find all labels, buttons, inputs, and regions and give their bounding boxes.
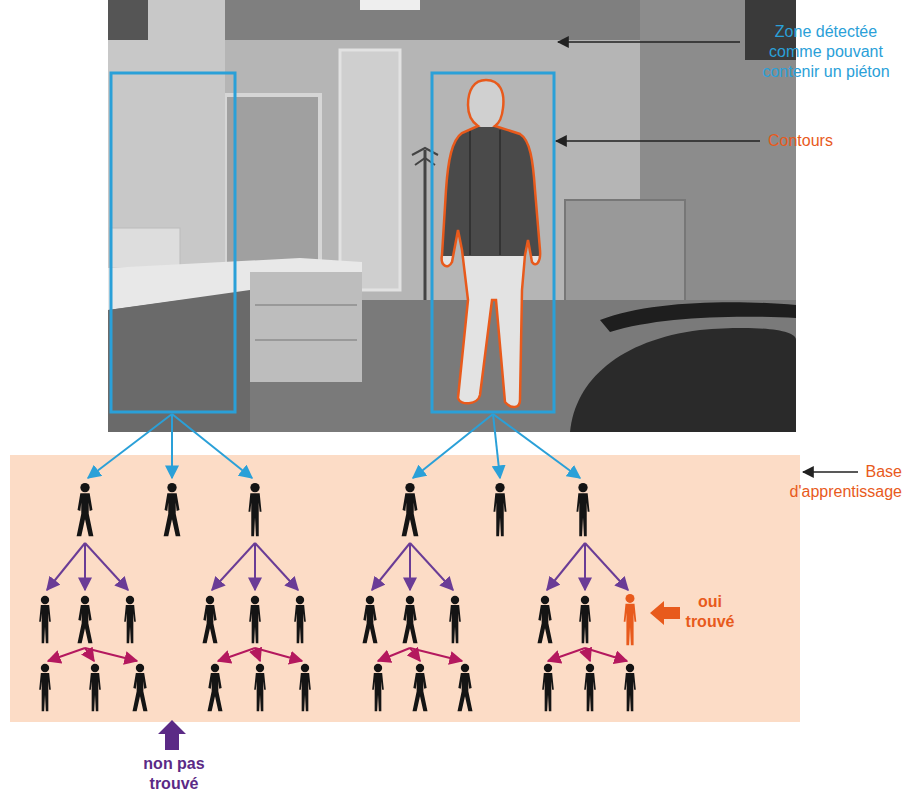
tree-arrows — [48, 648, 627, 661]
not-found-pointer — [158, 720, 186, 750]
leader-line — [556, 140, 760, 142]
office-photo — [108, 0, 796, 432]
leader-line — [803, 471, 858, 473]
tree-arrows — [47, 543, 628, 590]
search-arrows — [88, 414, 580, 478]
found-silhouette — [624, 594, 637, 645]
found-pointer — [650, 601, 680, 625]
contour-callout: Contours — [768, 131, 898, 151]
not-found-label: non pas trouvé — [122, 754, 226, 794]
contour-outline — [442, 80, 540, 407]
found-label: oui trouvé — [682, 592, 738, 632]
learning-base-band — [10, 455, 800, 722]
pedestrian-figure — [430, 75, 550, 415]
zone-callout: Zone détectée comme pouvant contenir un … — [752, 22, 900, 82]
detection-box — [432, 73, 554, 412]
learning-base-callout: Base d'apprentissage — [770, 462, 902, 502]
detection-box — [111, 73, 235, 412]
leader-line — [558, 41, 740, 43]
silhouettes — [39, 483, 636, 711]
